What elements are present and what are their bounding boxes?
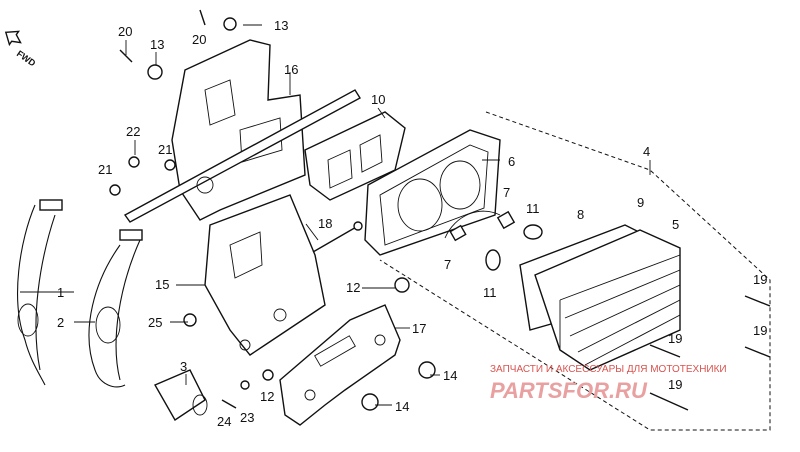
callout-8: 8 bbox=[577, 207, 584, 222]
callout-13-left: 13 bbox=[150, 37, 164, 52]
watermark-caption: ЗАПЧАСТИ И АКСЕССУАРЫ ДЛЯ МОТОТЕХНИКИ bbox=[490, 364, 727, 375]
upper-bracket bbox=[123, 39, 361, 223]
wiring-harness bbox=[17, 199, 143, 388]
watermark: ЗАПЧАСТИ И АКСЕССУАРЫ ДЛЯ МОТОТЕХНИКИ PA… bbox=[490, 364, 727, 403]
callout-23: 23 bbox=[240, 410, 254, 425]
assembly-outline bbox=[379, 111, 771, 431]
callout-19-right-lower: 19 bbox=[753, 323, 767, 338]
callout-14-lower: 14 bbox=[395, 399, 409, 414]
callout-25: 25 bbox=[148, 315, 162, 330]
callout-1: 1 bbox=[57, 285, 64, 300]
small-fasteners bbox=[109, 9, 436, 411]
callout-7-upper: 7 bbox=[503, 185, 510, 200]
license-bracket bbox=[279, 304, 401, 426]
direction-label: FWD bbox=[15, 48, 38, 68]
callout-11-lower: 11 bbox=[483, 285, 497, 300]
screws bbox=[312, 221, 771, 411]
bulbs-and-sockets bbox=[444, 210, 543, 271]
meter-case bbox=[364, 129, 501, 256]
callout-16: 16 bbox=[284, 62, 298, 77]
leader-lines bbox=[20, 24, 500, 406]
callout-7-lower: 7 bbox=[444, 257, 451, 272]
callout-13-right: 13 bbox=[274, 18, 288, 33]
callout-2: 2 bbox=[57, 315, 64, 330]
callout-11-upper: 11 bbox=[526, 201, 540, 216]
forward-arrow-icon: FWD bbox=[4, 30, 38, 69]
back-plate bbox=[204, 194, 326, 356]
callout-20-top: 20 bbox=[118, 24, 132, 39]
callout-19-right-upper: 19 bbox=[753, 272, 767, 287]
callout-21-upper: 21 bbox=[158, 142, 172, 157]
callout-labels: 20 13 20 13 16 10 22 21 21 6 4 7 11 8 9 … bbox=[57, 18, 767, 429]
watermark-logo: PARTSFOR.RU bbox=[490, 378, 648, 403]
lamp-lens-assembly bbox=[519, 224, 681, 371]
callout-4: 4 bbox=[643, 144, 650, 159]
callout-14-upper: 14 bbox=[443, 368, 457, 383]
callout-15: 15 bbox=[155, 277, 169, 292]
callout-12-lower: 12 bbox=[260, 389, 274, 404]
callout-18: 18 bbox=[318, 216, 332, 231]
socket bbox=[154, 369, 208, 421]
callout-17: 17 bbox=[412, 321, 426, 336]
callout-10: 10 bbox=[371, 92, 385, 107]
callout-22: 22 bbox=[126, 124, 140, 139]
callout-5: 5 bbox=[672, 217, 679, 232]
callout-21-lower: 21 bbox=[98, 162, 112, 177]
callout-24: 24 bbox=[217, 414, 231, 429]
callout-19-mid: 19 bbox=[668, 331, 682, 346]
callout-19-bottom: 19 bbox=[668, 377, 682, 392]
callout-3: 3 bbox=[180, 359, 187, 374]
callout-12-upper: 12 bbox=[346, 280, 360, 295]
callout-9: 9 bbox=[637, 195, 644, 210]
callout-20-mid: 20 bbox=[192, 32, 206, 47]
callout-6: 6 bbox=[508, 154, 515, 169]
